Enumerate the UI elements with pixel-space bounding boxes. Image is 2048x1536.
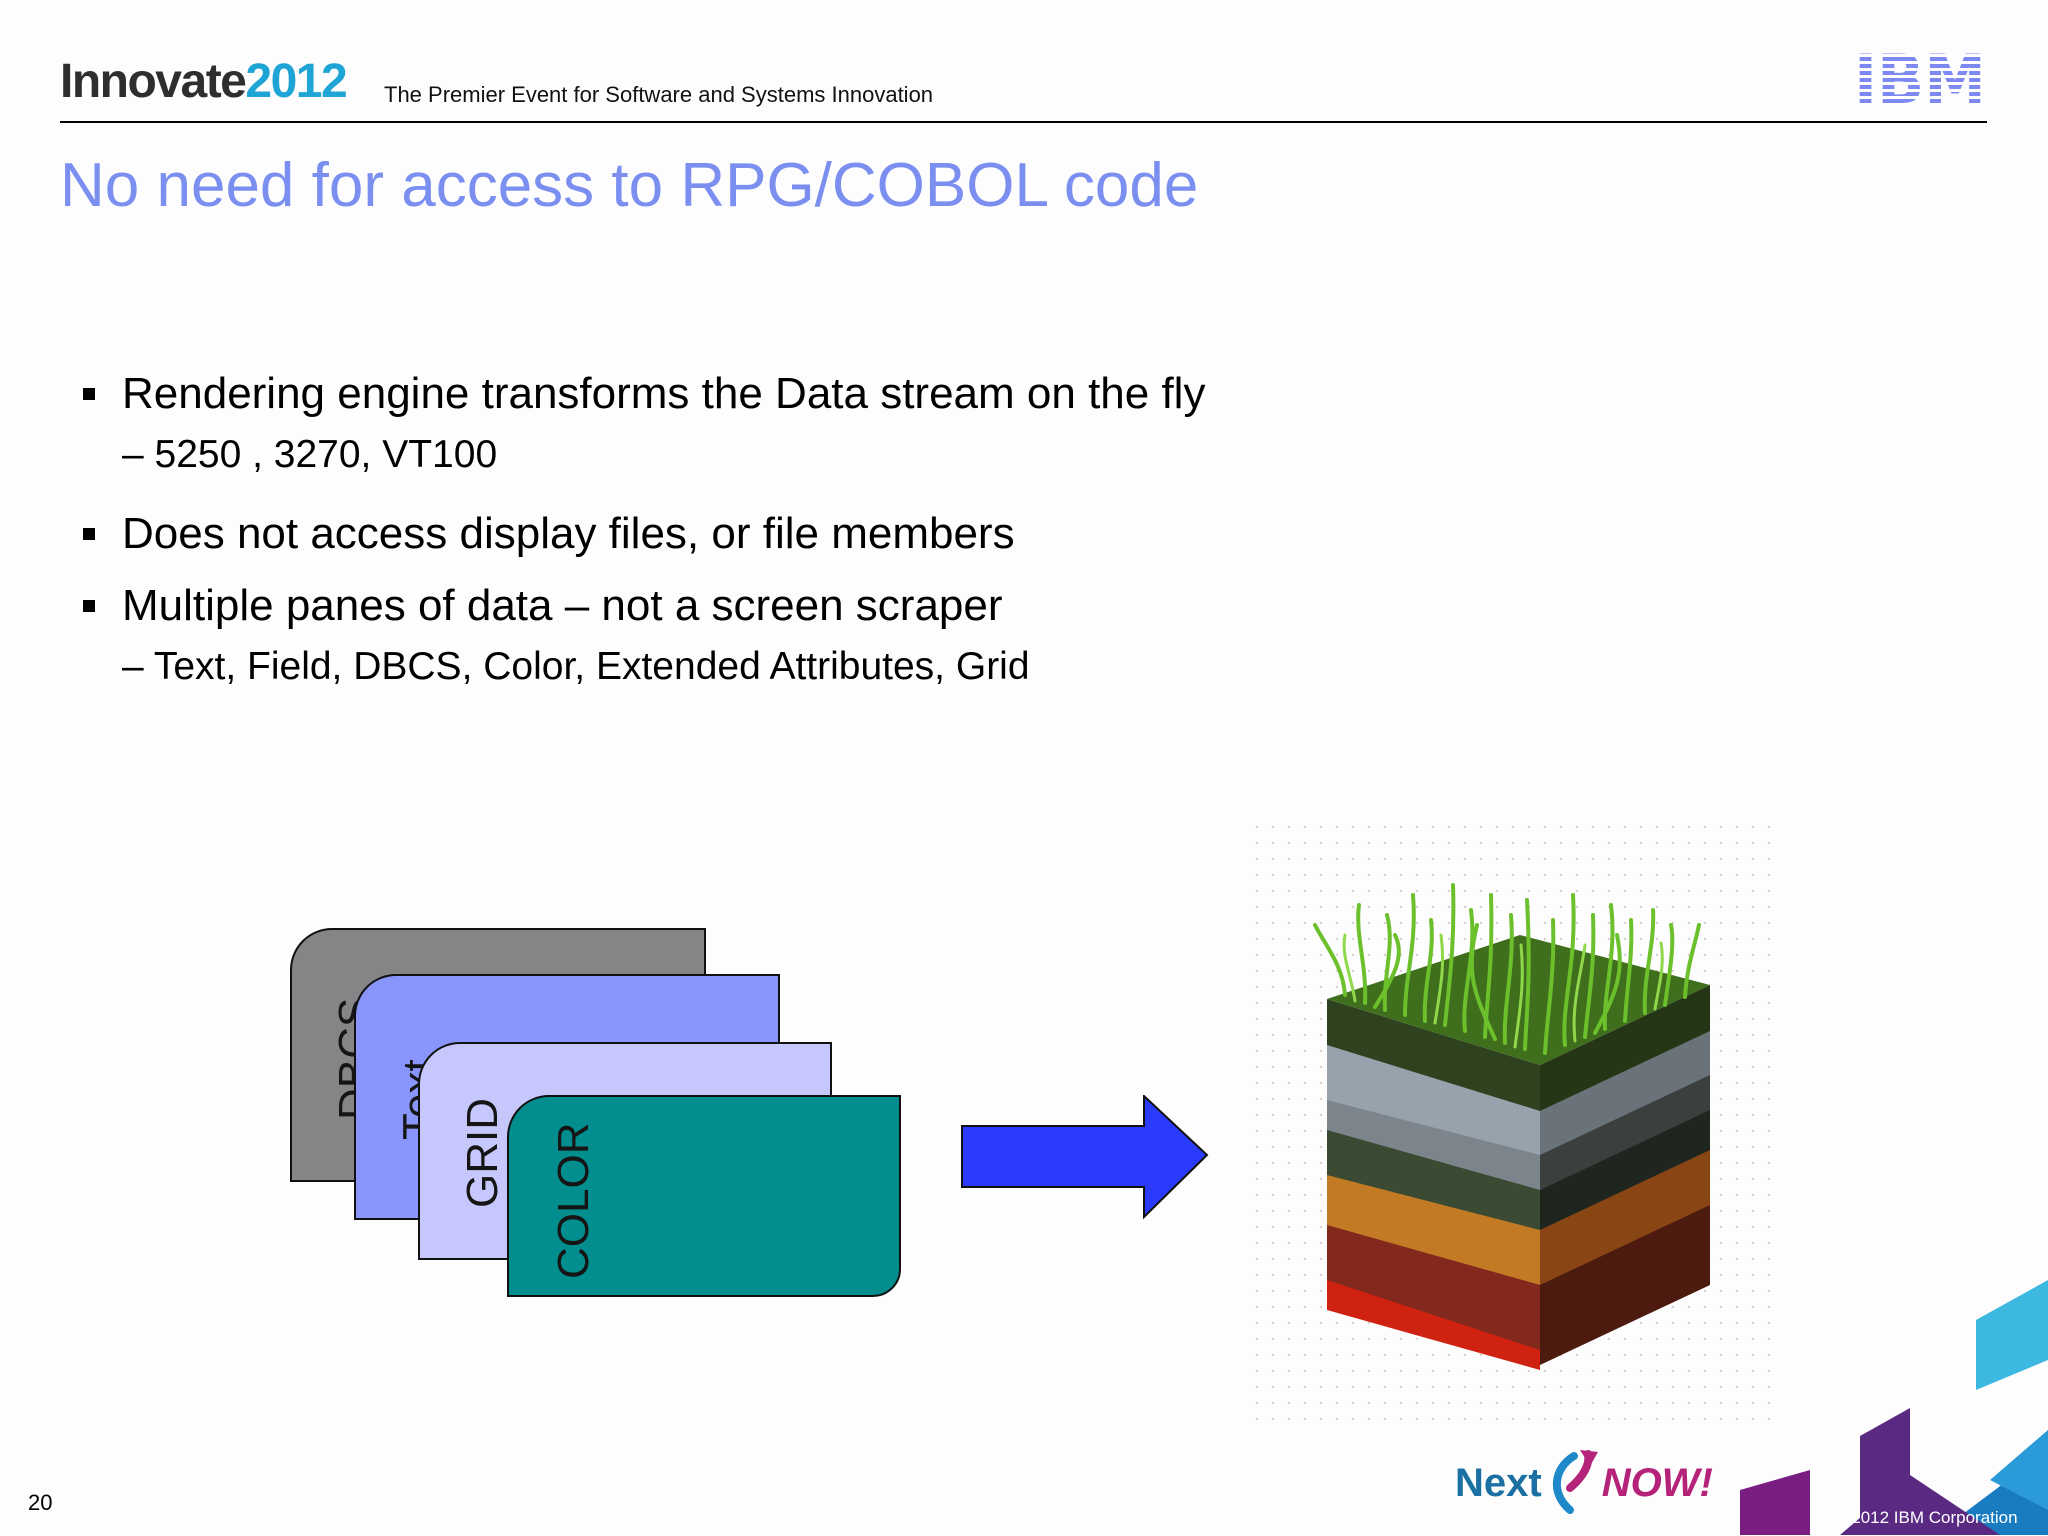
bullet-item: Does not access display files, or file m… <box>80 508 1380 560</box>
brand-word: Innovate <box>60 55 247 108</box>
bullet-square-icon <box>83 388 95 400</box>
bullet-list: Rendering engine transforms the Data str… <box>80 368 1380 720</box>
soil-layers-icon <box>1255 825 1775 1425</box>
swoosh-arrow-icon <box>1552 1450 1598 1514</box>
ibm-logo: IBM <box>1852 50 1988 106</box>
pane-label: COLOR <box>549 1122 598 1279</box>
bullet-square-icon <box>83 600 95 612</box>
innovate-2012-logo: Innovate2012 <box>60 55 348 108</box>
bullet-text: Rendering engine transforms the Data str… <box>122 369 1206 418</box>
header-rule <box>60 121 1987 123</box>
copyright-notice: © 2012 IBM Corporation <box>1834 1508 2018 1527</box>
slide-title: No need for access to RPG/COBOL code <box>60 151 1199 220</box>
pane-card-color: COLOR <box>507 1095 901 1297</box>
campaign-now-text: NOW! <box>1601 1460 1713 1505</box>
sub-bullet: – Text, Field, DBCS, Color, Extended Att… <box>122 645 1030 688</box>
bullet-text: Does not access display files, or file m… <box>122 509 1015 558</box>
bullet-square-icon <box>83 528 95 540</box>
next-now-logo: Next NOW! <box>1455 1448 1713 1518</box>
right-arrow-icon <box>961 1095 1209 1220</box>
corner-decoration <box>1740 1280 2048 1535</box>
sub-bullet: – 5250 , 3270, VT100 <box>122 433 498 476</box>
pane-label: GRID <box>458 1098 507 1208</box>
bullet-item: Rendering engine transforms the Data str… <box>80 368 1380 420</box>
page-number: 20 <box>28 1490 53 1515</box>
bullet-item: Multiple panes of data – not a screen sc… <box>80 580 1380 632</box>
campaign-next-text: Next <box>1455 1460 1542 1505</box>
event-tagline: The Premier Event for Software and Syste… <box>384 82 934 107</box>
bullet-text: Multiple panes of data – not a screen sc… <box>122 581 1003 630</box>
brand-year: 2012 <box>245 55 347 108</box>
